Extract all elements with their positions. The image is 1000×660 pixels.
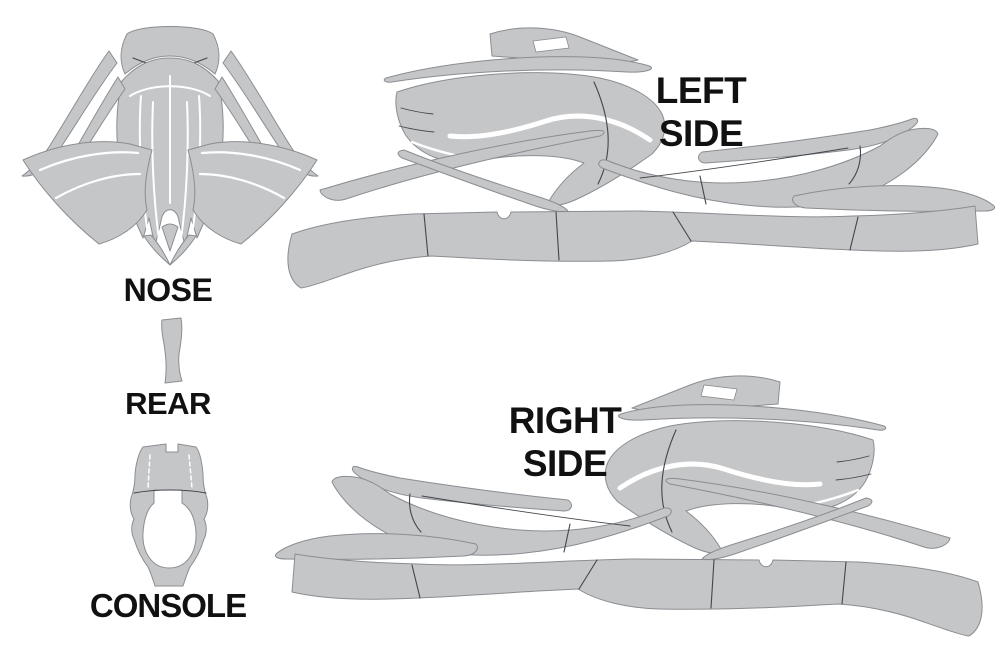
side-rail-seam <box>423 213 429 257</box>
nose-chin-piece <box>169 234 197 266</box>
side-cowl-front-seam <box>398 125 435 133</box>
side-upper-tail-strip <box>698 118 919 164</box>
console-label: CONSOLE <box>89 587 247 624</box>
side-lower-rail-panel <box>287 205 979 289</box>
nose-dome-panel <box>120 26 220 75</box>
nose-right-fender-slit <box>200 151 302 172</box>
nose-left-fender-slit <box>38 151 140 172</box>
nose-right-fender-panel <box>187 141 318 245</box>
nose-right-fender-slit <box>198 172 286 200</box>
side-rail-seam <box>672 211 692 242</box>
nose-chin-wedge <box>161 223 179 252</box>
rear-label: REAR <box>125 386 211 421</box>
right-side-label-line1: RIGHT <box>508 400 622 441</box>
nose-shoulder-slit <box>129 85 211 97</box>
left-side-label-line1: LEFT <box>655 70 747 111</box>
console-template-shape <box>129 443 209 587</box>
side-lower-blade <box>397 149 569 212</box>
side-tail-seam <box>848 145 862 185</box>
nose-center-slit <box>180 101 189 241</box>
side-leaf-panel <box>792 185 995 212</box>
left-side-label: LEFT SIDE <box>616 70 786 155</box>
console-dashed-slit <box>188 454 193 489</box>
nose-left-wing-strip <box>21 50 118 177</box>
side-cowl-front-seam <box>400 107 434 115</box>
console-seam <box>133 489 207 494</box>
side-tail-line <box>639 147 849 179</box>
nose-left-fender-panel <box>22 141 153 245</box>
side-cowl-seam <box>593 81 609 185</box>
nose-left-fender-slit <box>54 172 142 200</box>
left-side-template-shape <box>287 27 995 289</box>
nose-center-slit <box>151 101 160 241</box>
side-tail-seam <box>699 175 707 205</box>
nose-right-wing-strip <box>222 50 319 177</box>
rear-template-shape <box>161 317 183 384</box>
console-dashed-slit <box>147 454 151 489</box>
side-rail-seam <box>555 211 560 261</box>
side-vent-cutout <box>532 36 570 53</box>
nose-label: NOSE <box>123 272 213 308</box>
right-side-label: RIGHT SIDE <box>480 400 650 485</box>
console-panel <box>129 443 209 587</box>
side-rail-seam <box>849 216 859 251</box>
side-spear-blade <box>319 129 605 201</box>
nose-template-shape <box>21 26 319 266</box>
left-side-label-line2: SIDE <box>658 112 744 154</box>
right-side-label-line2: SIDE <box>522 442 608 484</box>
rear-strip-panel <box>161 317 183 384</box>
side-cowl-gap-slit <box>447 113 653 143</box>
side-roof-band-panel <box>383 56 652 83</box>
